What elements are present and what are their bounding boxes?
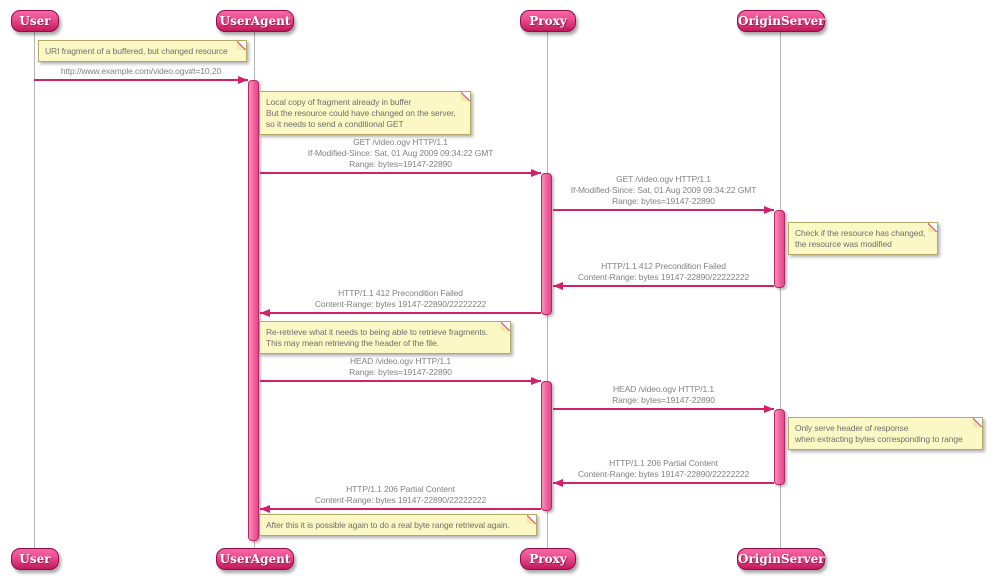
message-arrow-line [553, 285, 774, 287]
activation-bar-proxy [541, 381, 552, 511]
activation-bar-useragent [248, 80, 259, 541]
message-arrow-line [553, 482, 774, 484]
note-line-text: Re-retrieve what it needs to being able … [266, 327, 489, 337]
message-line-text: Content-Range: bytes 19147-22890/2222222… [577, 469, 750, 479]
note-line-text: so it needs to send a conditional GET [266, 119, 404, 129]
participant-label: Proxy [529, 552, 567, 566]
note-line-text: Local copy of fragment already in buffer [266, 97, 412, 107]
participant-label: Proxy [529, 14, 567, 28]
note-fold-corner [501, 322, 510, 331]
participant-user-bottom: User [11, 548, 59, 570]
note-line-text: After this it is possible again to do a … [266, 520, 510, 530]
message-arrowhead-right [238, 75, 248, 84]
message-arrow-line [553, 209, 774, 211]
message-label: http://www.example.com/video.ogv#t=10,20 [34, 66, 248, 77]
participant-proxy-bottom: Proxy [520, 548, 576, 570]
message-line-text: Range: bytes=19147-22890 [612, 395, 715, 405]
participant-originserver-bottom: OriginServer [737, 548, 825, 570]
message-arrowhead-left [260, 504, 270, 513]
participant-label: OriginServer [738, 14, 825, 28]
message-line-text: Content-Range: bytes 19147-22890/2222222… [314, 299, 487, 309]
activation-bar-originserver [774, 210, 785, 288]
message-line-text: GET /video.ogv HTTP/1.1 [353, 137, 448, 147]
activation-bar-originserver [774, 409, 785, 485]
lifeline-user [33, 31, 35, 548]
message-arrow-line [260, 508, 541, 510]
message-line-text: Range: bytes=19147-22890 [349, 367, 452, 377]
note: Local copy of fragment already in buffer… [259, 91, 471, 135]
participant-useragent-bottom: UserAgent [216, 548, 294, 570]
note-fold-corner [527, 515, 536, 524]
message-line-text: Content-Range: bytes 19147-22890/2222222… [314, 495, 487, 505]
message-arrowhead-left [553, 478, 563, 487]
message-arrowhead-right [531, 168, 541, 177]
message-line-text: HTTP/1.1 412 Precondition Failed [601, 261, 726, 271]
participant-label: User [19, 552, 51, 566]
message-line-text: HTTP/1.1 412 Precondition Failed [338, 288, 463, 298]
note: URI fragment of a buffered, but changed … [38, 40, 247, 62]
note-line-text: URI fragment of a buffered, but changed … [45, 46, 228, 56]
message-line-text: HTTP/1.1 206 Partial Content [346, 484, 455, 494]
message-arrow-line [260, 380, 541, 382]
message-line-text: Content-Range: bytes 19147-22890/2222222… [577, 272, 750, 282]
note-line-text: Check if the resource has changed, [795, 228, 926, 238]
lifeline-originserver [779, 31, 781, 548]
message-line-text: HTTP/1.1 206 Partial Content [609, 458, 718, 468]
participant-label: User [19, 14, 51, 28]
note-line-text: But the resource could have changed on t… [266, 108, 456, 118]
message-line-text: http://www.example.com/video.ogv#t=10,20 [60, 66, 222, 76]
participant-label: UserAgent [219, 14, 291, 28]
note-fold-corner [928, 223, 937, 232]
participant-proxy-top: Proxy [520, 10, 576, 32]
participant-label: OriginServer [738, 552, 825, 566]
message-arrowhead-right [531, 376, 541, 385]
message-arrow-line [553, 408, 774, 410]
message-arrowhead-right [764, 404, 774, 413]
note-line-text: the resource was modified [795, 239, 892, 249]
note: Re-retrieve what it needs to being able … [259, 321, 511, 354]
note-fold-corner [237, 41, 246, 50]
message-arrowhead-left [553, 281, 563, 290]
message-arrow-line [34, 79, 248, 81]
participant-label: UserAgent [219, 552, 291, 566]
message-line-text: Range: bytes=19147-22890 [612, 196, 715, 206]
message-line-text: HEAD /video.ogv HTTP/1.1 [612, 384, 715, 394]
note: Check if the resource has changed,the re… [788, 222, 938, 255]
note-fold-corner [973, 418, 982, 427]
message-line-text: HEAD /video.ogv HTTP/1.1 [349, 356, 452, 366]
message-arrowhead-right [764, 205, 774, 214]
note: After this it is possible again to do a … [259, 514, 537, 536]
note-line-text: This may mean retrieving the header of t… [266, 338, 439, 348]
message-line-text: GET /video.ogv HTTP/1.1 [616, 174, 711, 184]
participant-user-top: User [11, 10, 59, 32]
note-line-text: Only serve header of response [795, 423, 909, 433]
participant-useragent-top: UserAgent [216, 10, 294, 32]
message-arrow-line [260, 312, 541, 314]
activation-bar-proxy [541, 173, 552, 315]
participant-originserver-top: OriginServer [737, 10, 825, 32]
message-arrow-line [260, 172, 541, 174]
note-fold-corner [461, 92, 470, 101]
message-arrowhead-left [260, 308, 270, 317]
note-line-text: when extracting bytes corresponding to r… [795, 434, 963, 444]
message-line-text: If-Modified-Since: Sat, 01 Aug 2009 09:3… [307, 148, 494, 158]
message-line-text: Range: bytes=19147-22890 [349, 159, 452, 169]
message-line-text: If-Modified-Since: Sat, 01 Aug 2009 09:3… [570, 185, 757, 195]
